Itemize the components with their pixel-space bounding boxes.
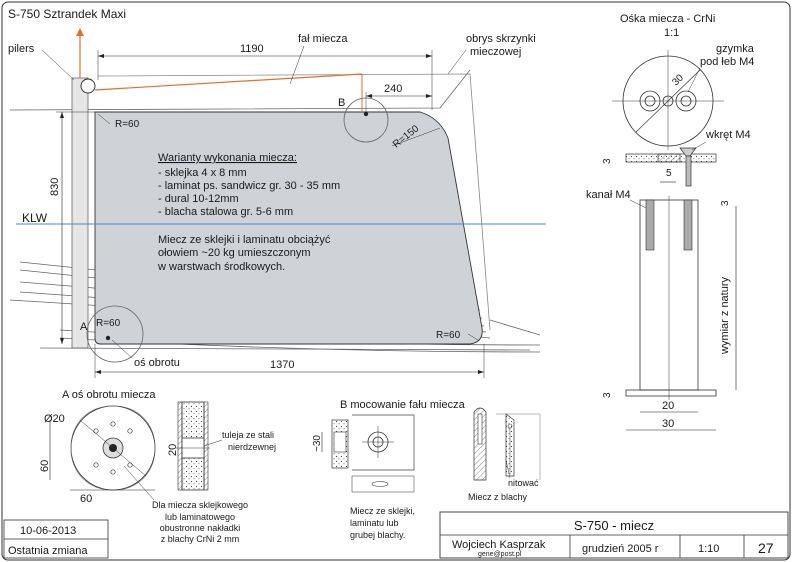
part-name: S-750 - miecz	[574, 518, 654, 533]
board-box-outline	[97, 73, 491, 331]
pivot-leader	[111, 339, 133, 359]
halyard-leader	[289, 45, 305, 85]
detail-b-steel	[473, 407, 541, 481]
axle-d3-a: 3	[602, 158, 613, 164]
detail-a-note-leader	[123, 465, 155, 501]
detail-a-d60-v: 60	[39, 460, 51, 472]
detail-a-d20: Ø20	[44, 413, 65, 425]
detail-a-note: Dla miecza sklejkowego	[152, 500, 248, 510]
detail-a-plate	[70, 405, 156, 491]
axle-d5: 5	[666, 168, 672, 179]
r60-br-leader	[467, 333, 479, 341]
axle-d3-c: 3	[602, 392, 613, 398]
detail-a-d60-h: 60	[80, 493, 92, 505]
pillar	[71, 28, 96, 349]
detail-b-note: laminatu lub	[350, 518, 399, 528]
natural-size-label: wymiar z natury	[719, 276, 731, 355]
variant-item: - laminat ps. sandwicz gr. 30 - 35 mm	[158, 180, 340, 192]
weight-note-line: Miecz ze sklejki i laminatu obciążyć	[158, 234, 331, 246]
revision-date: grudzień 2005 r	[582, 543, 659, 555]
box-outline-leader	[447, 49, 467, 75]
dim-240	[365, 92, 432, 112]
axle-body	[625, 196, 717, 400]
change-block	[3, 519, 109, 559]
box-outline-label-1: obrys skrzynki	[466, 33, 536, 45]
r150-leader	[391, 127, 441, 147]
variant-item: - sklejka 4 x 8 mm	[158, 167, 247, 179]
axle-d3-b: 3	[720, 200, 731, 206]
dim-1370-label: 1370	[270, 359, 294, 371]
centerboard-shape	[94, 111, 483, 345]
detail-b-bottom	[351, 475, 415, 493]
dim-240-label: 240	[384, 83, 402, 95]
change-label: Ostatnia zmiana	[8, 545, 88, 557]
drawing-scale: 1:10	[698, 543, 719, 555]
detail-b-title: B mocowanie fału miecza	[340, 399, 466, 411]
pivot-a	[105, 335, 111, 341]
point-a-label: A	[80, 321, 88, 333]
dim-1190-label: 1190	[240, 43, 264, 55]
countersink-label-2: pod łeb M4	[700, 56, 754, 68]
r60-top-label: R=60	[115, 119, 140, 130]
klw-label: KLW	[22, 211, 48, 225]
sheet-number: 27	[758, 540, 774, 556]
dim-830	[56, 111, 95, 344]
detail-a-note: z blachy CrNi 2 mm	[161, 534, 240, 544]
detail-a-section	[176, 401, 210, 491]
steel-board-label: Miecz z blachy	[468, 492, 528, 502]
thread-leader	[629, 199, 647, 209]
variant-item: - dural 10-12mm	[158, 193, 239, 205]
author-email: gene@post.pl	[478, 551, 522, 558]
halyard-line	[94, 73, 363, 91]
tube-leader	[203, 439, 223, 447]
variants-heading: Warianty wykonania miecza:	[158, 152, 297, 164]
countersink-label-1: gzymka	[716, 43, 755, 55]
point-b-label: B	[338, 97, 345, 109]
r60-top-leader	[97, 113, 111, 125]
r60-br-label: R=60	[436, 330, 461, 341]
detail-a-note: lub laminatowego	[165, 512, 235, 522]
detail-b-front	[321, 414, 415, 471]
box-outline-label-2: mieczowej	[470, 46, 521, 58]
axle-d20: 20	[662, 400, 674, 412]
dim-1190	[97, 50, 433, 110]
axle-d30b: 30	[662, 418, 674, 430]
axle-title: Ośka miecza - CrNi	[620, 13, 715, 25]
screw-leader	[691, 141, 707, 151]
detail-b-note: grubej blachy.	[350, 530, 405, 540]
dim-1370	[94, 344, 485, 378]
pivot-label: oś obrotu	[134, 357, 180, 369]
rivet-label: nitować	[508, 478, 539, 488]
tube-label-1: tuleja ze stali	[222, 430, 274, 440]
change-date: 10-06-2013	[20, 525, 76, 537]
halyard-label: fał miecza	[298, 33, 348, 45]
screw-label: wkręt M4	[705, 129, 751, 141]
weight-note-line: ołowiem ~20 kg umieszczonym	[158, 247, 311, 259]
pilers-label: pilers	[8, 43, 35, 55]
rivet-leader	[505, 459, 511, 479]
pilers-leader	[41, 49, 75, 81]
detail-a-d20-v: 20	[167, 444, 179, 456]
weight-note-line: w warstwach środkowych.	[157, 261, 285, 273]
axle-plate-section	[625, 147, 717, 187]
detail-a-note: obustronne nakładki	[160, 523, 241, 533]
r60-a-label: R=60	[96, 318, 121, 329]
drawing-title: S-750 Sztrandek Maxi	[8, 7, 126, 21]
countersink-leader	[687, 67, 701, 93]
thread-label: kanał M4	[586, 189, 631, 201]
axle-top-view	[612, 50, 724, 150]
detail-b-d30: ~30	[312, 435, 323, 452]
title-block	[439, 511, 789, 559]
detail-b-note: Miecz ze sklejki,	[350, 506, 415, 516]
axle-scale: 1:1	[664, 27, 679, 39]
detail-a-title: A oś obrotu miecza	[62, 389, 156, 401]
pin-b	[363, 111, 369, 117]
dim-830-label: 830	[49, 178, 61, 196]
detail-a-circle	[86, 305, 144, 363]
tube-label-2: nierdzewnej	[228, 442, 276, 452]
author-name: Wojciech Kasprzak	[452, 539, 546, 551]
variant-item: - blacha stalowa gr. 5-6 mm	[158, 206, 293, 218]
